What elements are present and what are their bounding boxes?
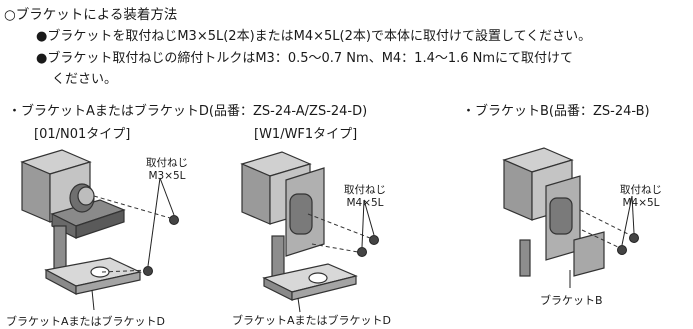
bracket-b-heading: ・ブラケットB(品番：ZS-24-B)	[462, 104, 650, 119]
figure-01-bracket	[20, 149, 179, 311]
figure-b-bracket	[502, 147, 639, 288]
part-label-1: ブラケットAまたはブラケットD	[6, 315, 165, 328]
bullet-2: ●ブラケット取付ねじの締付トルクはM3：0.5〜0.7 Nm、M4：1.4〜1.…	[36, 51, 574, 66]
section-title: ○ブラケットによる装着方法	[4, 7, 178, 23]
part-label-2: ブラケットAまたはブラケットD	[232, 314, 391, 327]
bracket-ad-heading: ・ブラケットAまたはブラケットD(品番：ZS-24-A/ZS-24-D)	[8, 104, 368, 119]
screw-label-1: 取付ねじ M3×5L	[146, 157, 188, 182]
screw-label-3: 取付ねじ M4×5L	[620, 184, 662, 209]
type-label-01: [01/N01タイプ]	[34, 127, 131, 142]
bullet-1: ●ブラケットを取付ねじM3×5L(2本)またはM4×5L(2本)で本体に取付けて…	[36, 29, 592, 44]
screw-label-2: 取付ねじ M4×5L	[344, 184, 386, 209]
figure-w1-bracket	[240, 151, 379, 313]
type-label-w1: [W1/WF1タイプ]	[254, 127, 358, 142]
bullet-2-continued: ください。	[52, 72, 118, 87]
part-label-3: ブラケットB	[540, 294, 603, 307]
